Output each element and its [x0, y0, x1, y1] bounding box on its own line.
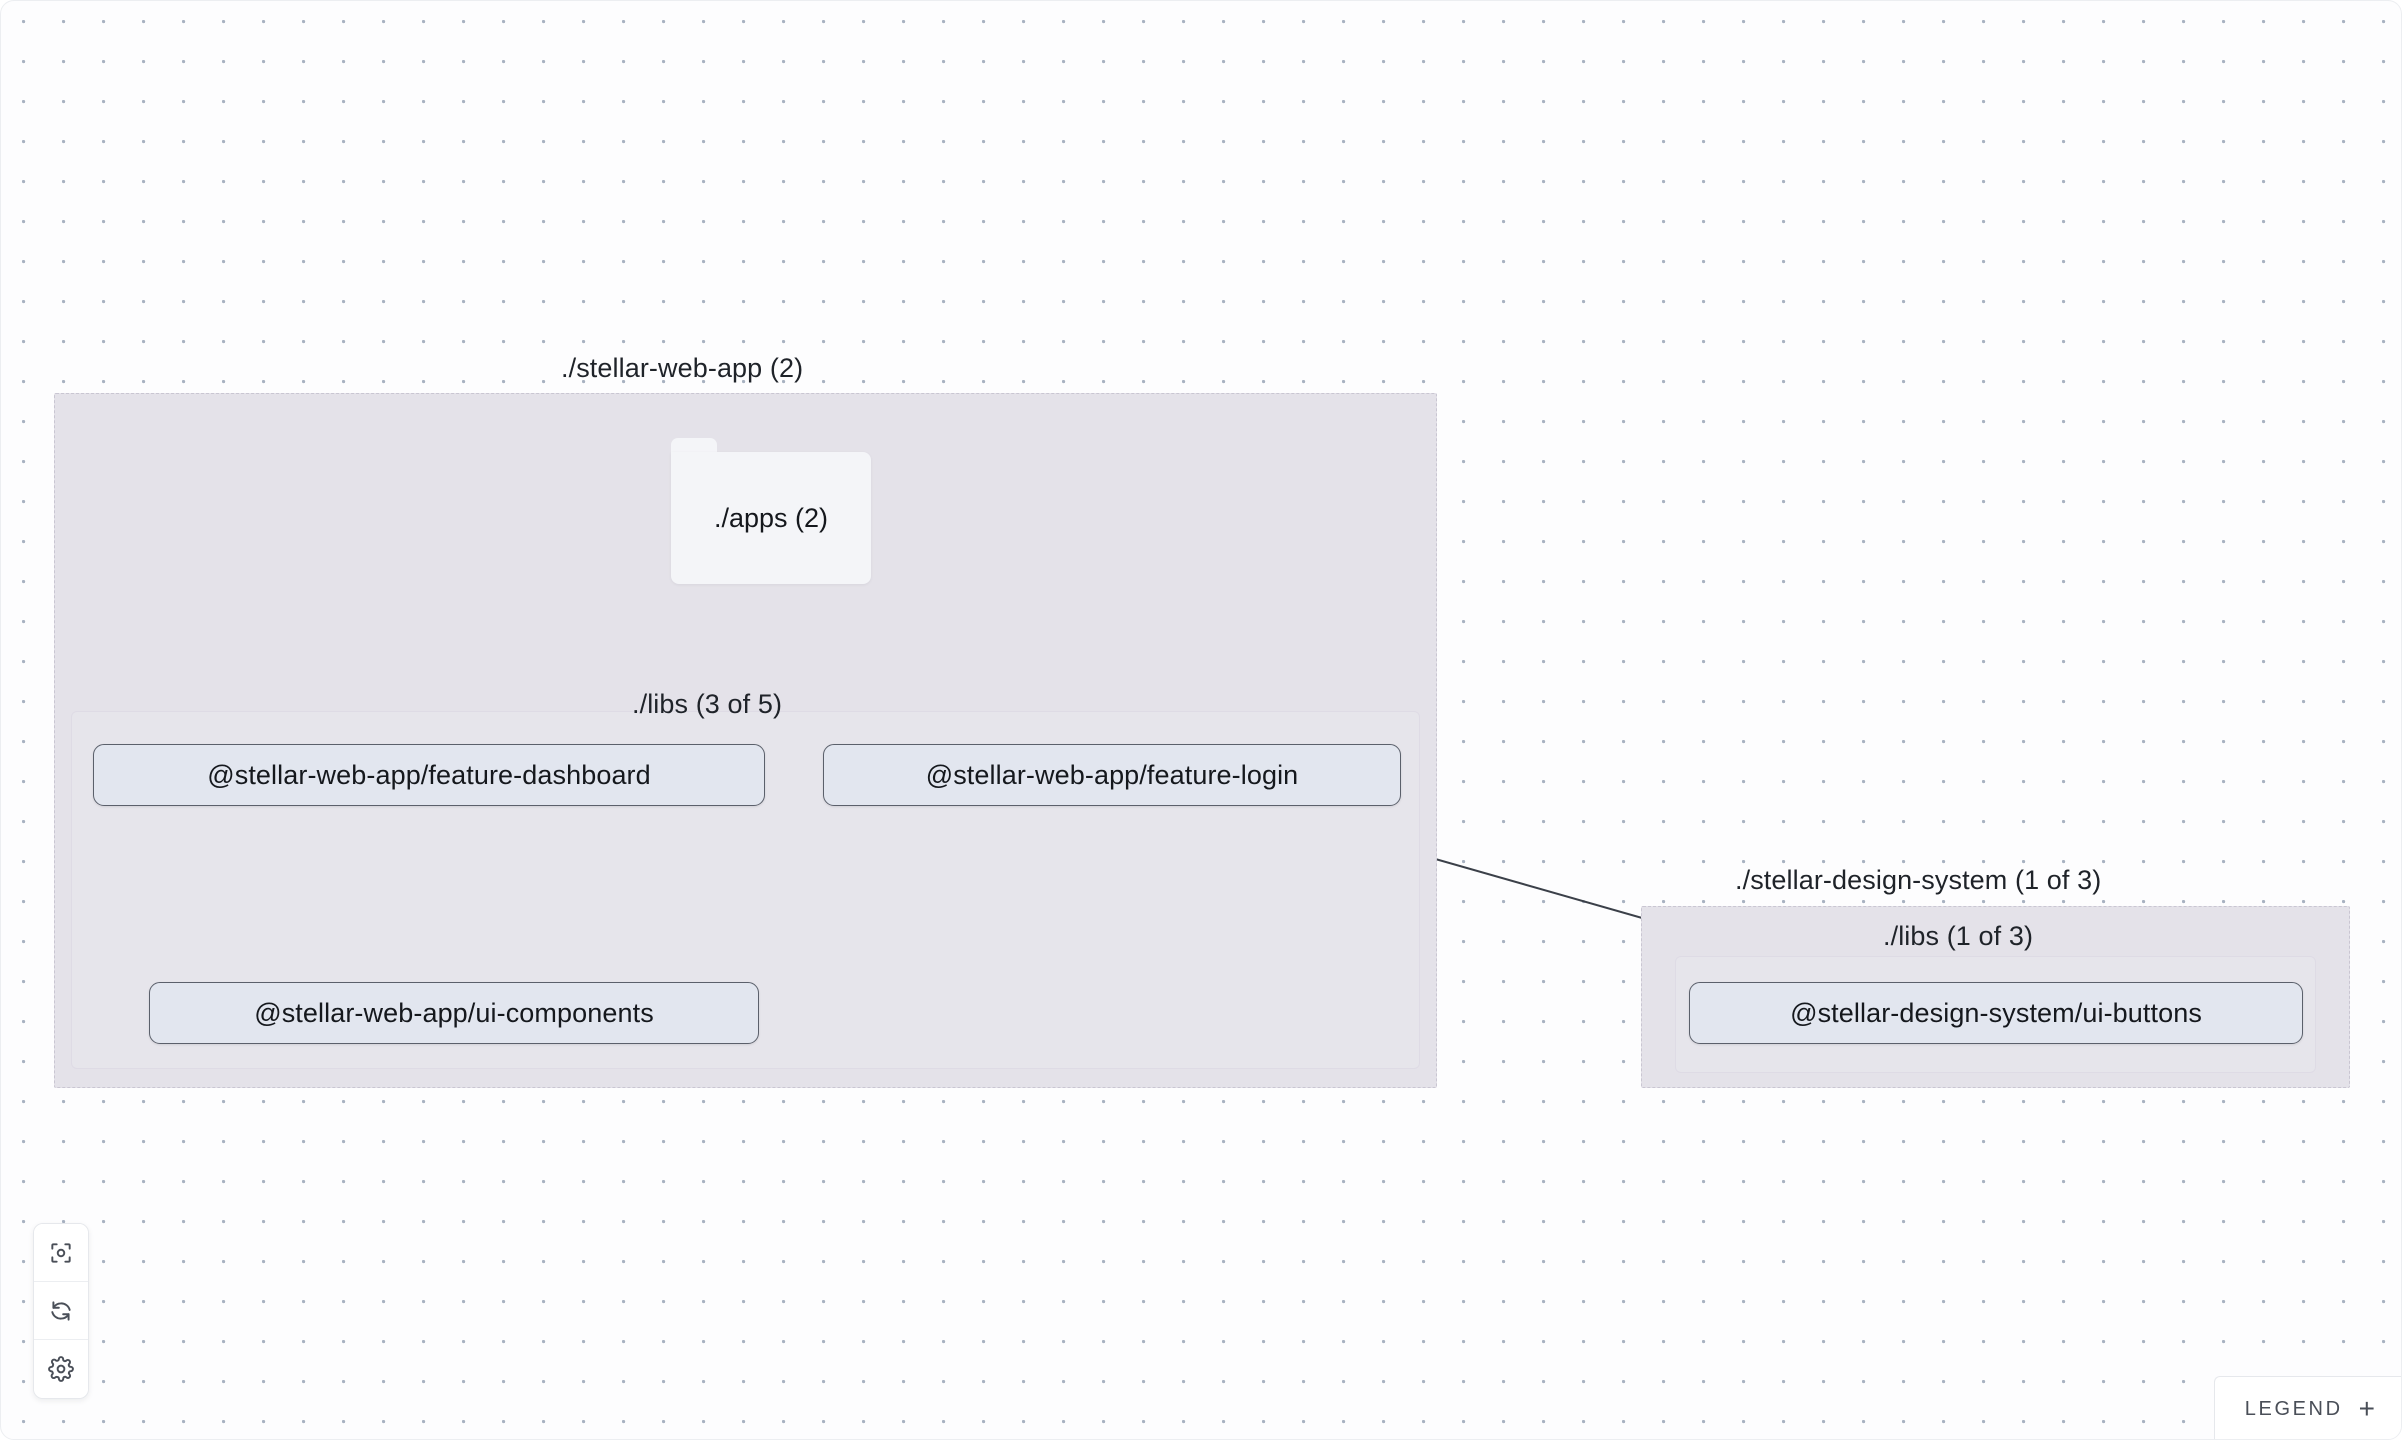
- focus-icon: [48, 1240, 74, 1266]
- project-group-label-stellar-web-app: ./stellar-web-app (2): [561, 353, 804, 383]
- folder-group-label-design-system-libs: ./libs (1 of 3): [1883, 921, 2034, 951]
- focus-graph-button[interactable]: [34, 1224, 88, 1282]
- graph-settings-button[interactable]: [34, 1340, 88, 1398]
- refresh-icon: [48, 1298, 74, 1324]
- folder-node-apps[interactable]: ./apps (2): [671, 438, 871, 584]
- gear-icon: [48, 1356, 74, 1382]
- folder-body-shape: ./apps (2): [671, 452, 871, 584]
- library-node-label: @stellar-web-app/feature-dashboard: [207, 759, 651, 790]
- folder-group-label-web-app-libs: ./libs (3 of 5): [632, 689, 783, 719]
- legend-panel[interactable]: LEGEND +: [2213, 1376, 2401, 1439]
- graph-toolbar: [33, 1223, 89, 1399]
- legend-expand-icon[interactable]: +: [2358, 1393, 2375, 1424]
- folder-node-label: ./apps (2): [713, 502, 829, 533]
- project-group-label-stellar-design-system: ./stellar-design-system (1 of 3): [1735, 865, 2102, 895]
- library-node-label: @stellar-web-app/feature-login: [925, 759, 1299, 790]
- library-node-label: @stellar-web-app/ui-components: [254, 997, 654, 1028]
- library-node-feature-dashboard[interactable]: @stellar-web-app/feature-dashboard: [93, 744, 765, 806]
- library-node-label: @stellar-design-system/ui-buttons: [1790, 997, 2202, 1028]
- library-node-feature-login[interactable]: @stellar-web-app/feature-login: [823, 744, 1401, 806]
- library-node-ui-buttons[interactable]: @stellar-design-system/ui-buttons: [1689, 982, 2303, 1044]
- legend-label: LEGEND: [2244, 1397, 2343, 1420]
- refresh-graph-button[interactable]: [34, 1282, 88, 1340]
- library-node-ui-components[interactable]: @stellar-web-app/ui-components: [149, 982, 759, 1044]
